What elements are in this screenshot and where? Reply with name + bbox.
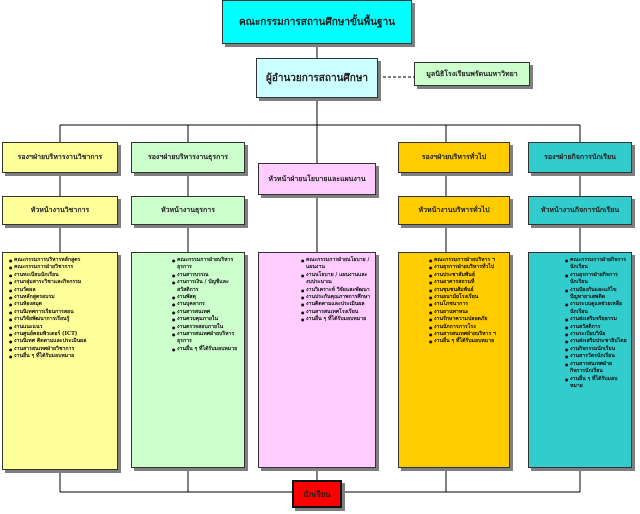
admin-duties-list: คณะกรรมการฝ่ายบริหาร ฯ งานธุรการฝ่ายบริห… (429, 257, 505, 346)
list-item: งานสารสนเทศฝ่ายบริหาร ฯ (429, 331, 505, 339)
list-item: งานโภชนาการ (429, 301, 505, 309)
list-item: งานป้องกันและแก้ไขปัญหายาเสพติด (565, 287, 627, 302)
list-item: งานประกันคุณภาพการศึกษา (301, 294, 371, 302)
list-item: คณะกรรมการฝ่ายบริหาร ฯ (429, 257, 505, 265)
list-item: งานสารสนเทศ (172, 309, 240, 317)
list-item: งานอาคารสถานที่ (429, 279, 505, 287)
list-item: คณะกรรมการฝ่ายวิชาการ (9, 264, 113, 272)
student-duties-list: คณะกรรมการฝ่ายกิจการนักเรียน งานธุรการฝ่… (565, 257, 627, 390)
school-board-label: คณะกรรมการสถานศึกษาขั้นพื้นฐาน (238, 16, 396, 28)
list-item: คณะกรรมการฝ่ายนโยบาย / แผนงาน (301, 257, 371, 272)
list-item: งานอื่น ๆ ที่ได้รับมอบหมาย (172, 346, 240, 354)
list-item: งานพัสดุ (172, 294, 240, 302)
academic-deputy-label: รองฯฝ่ายบริหารงานวิชาการ (17, 152, 103, 161)
foundation-label: มูลนิธิโรงเรียนพรัดนมหาวิทยา (426, 68, 518, 78)
list-item: งานอื่น ๆ ที่ได้รับมอบหมาย (429, 338, 505, 346)
director-box: ผู้อำนวยการสถานศึกษา (256, 58, 378, 98)
academic-head-label: หัวหน้างานวิชาการ (30, 205, 90, 214)
general-deputy-label: รองฯฝ่ายบริหารงานธุรการ (147, 152, 229, 161)
list-item: งานห้องสมุด (9, 301, 113, 309)
list-item: งานธุรการฝ่ายบริหารทั่วไป (429, 264, 505, 272)
academic-deputy-box: รองฯฝ่ายบริหารงานวิชาการ (2, 142, 118, 173)
list-item: งานควบคุมภายใน (172, 316, 240, 324)
list-item: งานกิจกรรมนักเรียน (565, 346, 627, 354)
academic-duties-box: คณะกรรมการบริหารหลักสูตร คณะกรรมการฝ่ายว… (2, 252, 118, 470)
list-item: งานระบบดูแลช่วยเหลือนักเรียน (565, 301, 627, 316)
policy-duties-box: คณะกรรมการฝ่ายนโยบาย / แผนงาน งานนโยบาย … (258, 252, 376, 468)
list-item: คณะกรรมการฝ่ายกิจการนักเรียน (565, 257, 627, 272)
list-item: งานรักษาความปลอดภัย (429, 316, 505, 324)
admin-duties-box: คณะกรรมการฝ่ายบริหาร ฯ งานธุรการฝ่ายบริห… (398, 252, 510, 468)
list-item: งานอื่น ๆ ที่ได้รับมอบหมาย (9, 353, 113, 361)
policy-duties-list: คณะกรรมการฝ่ายนโยบาย / แผนงาน งานนโยบาย … (301, 257, 371, 324)
list-item: งานวัดผล (9, 287, 113, 295)
policy-head-box: หัวหน้าฝ่ายนโยบายและแผนงาน (258, 163, 376, 195)
list-item: งานอื่น ๆ ที่ได้รับมอบหมาย (301, 316, 371, 324)
list-item: งานส่งเสริมประชาธิปไตย (565, 338, 627, 346)
list-item: งานสารวัตรนักเรียน (565, 353, 627, 361)
student-duties-box: คณะกรรมการฝ่ายกิจการนักเรียน งานธุรการฝ่… (528, 252, 632, 468)
list-item: งานตรวจสอบภายใน (172, 324, 240, 332)
admin-deputy-label: รองฯฝ่ายบริหารทั่วไป (421, 152, 487, 161)
list-item: งานส่งเสริมจริยธรรม (565, 316, 627, 324)
admin-deputy-box: รองฯฝ่ายบริหารทั่วไป (398, 142, 510, 173)
academic-head-box: หัวหน้างานวิชาการ (2, 196, 118, 225)
list-item: งานสารบรรณ (172, 272, 240, 280)
policy-head-label: หัวหน้าฝ่ายนโยบายและแผนงาน (268, 173, 366, 183)
list-item: งานนักการภารโรง (429, 324, 505, 332)
list-item: งานสารสนเทศฝ่ายวิชาการ (9, 346, 113, 354)
student-head-box: หัวหน้างานกิจการนักเรียน (528, 196, 632, 225)
list-item: งานประชาสัมพันธ์ (429, 272, 505, 280)
list-item: งานหลักสูตรอบรม (9, 294, 113, 302)
list-item: งานนิเทศ ติดตามและประเมินผล (9, 338, 113, 346)
general-deputy-box: รองฯฝ่ายบริหารงานธุรการ (131, 142, 245, 173)
list-item: งานอนามัยโรงเรียน (429, 294, 505, 302)
list-item: งานสารสนเทศฝ่ายบริหารธุรการ (172, 331, 240, 346)
list-item: งานธุรการฝ่ายกิจการนักเรียน (565, 272, 627, 287)
list-item: งานนโยบาย / แผนงานและงบประมาณ (301, 272, 371, 287)
student-head-label: หัวหน้างานกิจการนักเรียน (540, 205, 620, 214)
list-item: งานวิเคราะห์ วิจัยและพัฒนา (301, 287, 371, 295)
list-item: งานการเงิน / บัญชีและสวัสดิการ (172, 279, 240, 294)
list-item: คณะกรรมการบริหารหลักสูตร (9, 257, 113, 265)
list-item: งานระเบียบวินัย (565, 331, 627, 339)
list-item: งานอื่น ๆ ที่ได้รับมอบหมาย (565, 376, 627, 391)
list-item: งานสวัสดิการ (565, 324, 627, 332)
list-item: งานแนะแนว (9, 324, 113, 332)
general-head-box: หัวหน้างานธุรการ (131, 196, 245, 225)
school-board-box: คณะกรรมการสถานศึกษาขั้นพื้นฐาน (222, 0, 412, 44)
list-item: งานกลุ่มสาระวิชาและกิจกรรม (9, 279, 113, 287)
list-item: งานชุมชนสัมพันธ์ (429, 287, 505, 295)
list-item: งานติดตามและประเมินผล (301, 301, 371, 309)
list-item: งานสารสนเทศโรงเรียน (301, 309, 371, 317)
foundation-box: มูลนิธิโรงเรียนพรัดนมหาวิทยา (414, 62, 530, 86)
students-box: นักเรียน (292, 480, 342, 508)
student-deputy-box: รองฯฝ่ายกิจการนักเรียน (528, 142, 632, 173)
list-item: งานสารสนเทศฝ่ายกิจการนักเรียน (565, 361, 627, 376)
general-duties-list: คณะกรรมการฝ่ายบริหารธุรการ งานสารบรรณ งา… (172, 257, 240, 354)
list-item: งานศูนย์คอมพิวเตอร์ (ICT) (9, 331, 113, 339)
admin-head-label: หัวหน้างานบริหารทั่วไป (418, 205, 490, 214)
general-head-label: หัวหน้างานธุรการ (161, 205, 215, 214)
list-item: งานทะเบียนนักเรียน (9, 272, 113, 280)
general-duties-box: คณะกรรมการฝ่ายบริหารธุรการ งานสารบรรณ งา… (131, 252, 245, 468)
list-item: งานยานพาหนะ (429, 309, 505, 317)
students-label: นักเรียน (303, 488, 331, 499)
student-deputy-label: รองฯฝ่ายกิจการนักเรียน (544, 152, 616, 161)
list-item: คณะกรรมการฝ่ายบริหารธุรการ (172, 257, 240, 272)
list-item: งานนิเทศการเรียนการสอน (9, 309, 113, 317)
list-item: งานบุคลากร (172, 301, 240, 309)
admin-head-box: หัวหน้างานบริหารทั่วไป (398, 196, 510, 225)
academic-duties-list: คณะกรรมการบริหารหลักสูตร คณะกรรมการฝ่ายว… (9, 257, 113, 361)
director-label: ผู้อำนวยการสถานศึกษา (265, 72, 369, 84)
list-item: งานวิจัยพัฒนาการเรียนรู้ (9, 316, 113, 324)
